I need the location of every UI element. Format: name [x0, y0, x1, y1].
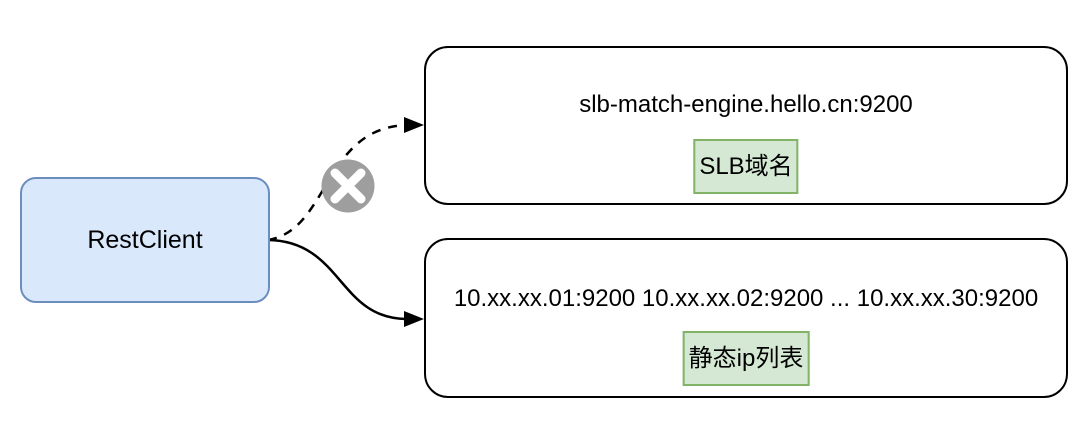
node-restclient: RestClient	[20, 177, 270, 303]
static-ip-list-addresses: 10.xx.xx.01:9200 10.xx.xx.02:9200 ... 10…	[453, 285, 1039, 312]
node-static-ip-list: 10.xx.xx.01:9200 10.xx.xx.02:9200 ... 10…	[424, 238, 1068, 398]
blocked-cross-icon	[321, 159, 375, 213]
node-slb-domain: slb-match-engine.hello.cn:9200 SLB域名	[424, 46, 1068, 205]
slb-domain-tag: SLB域名	[693, 139, 799, 194]
arrowhead-to-ip-list	[404, 311, 424, 327]
arrowhead-to-slb	[404, 117, 424, 133]
solid-connector-to-ip-list	[267, 238, 407, 321]
slb-domain-address: slb-match-engine.hello.cn:9200	[579, 91, 913, 118]
static-ip-list-tag: 静态ip列表	[682, 331, 810, 386]
restclient-label: RestClient	[87, 225, 203, 254]
